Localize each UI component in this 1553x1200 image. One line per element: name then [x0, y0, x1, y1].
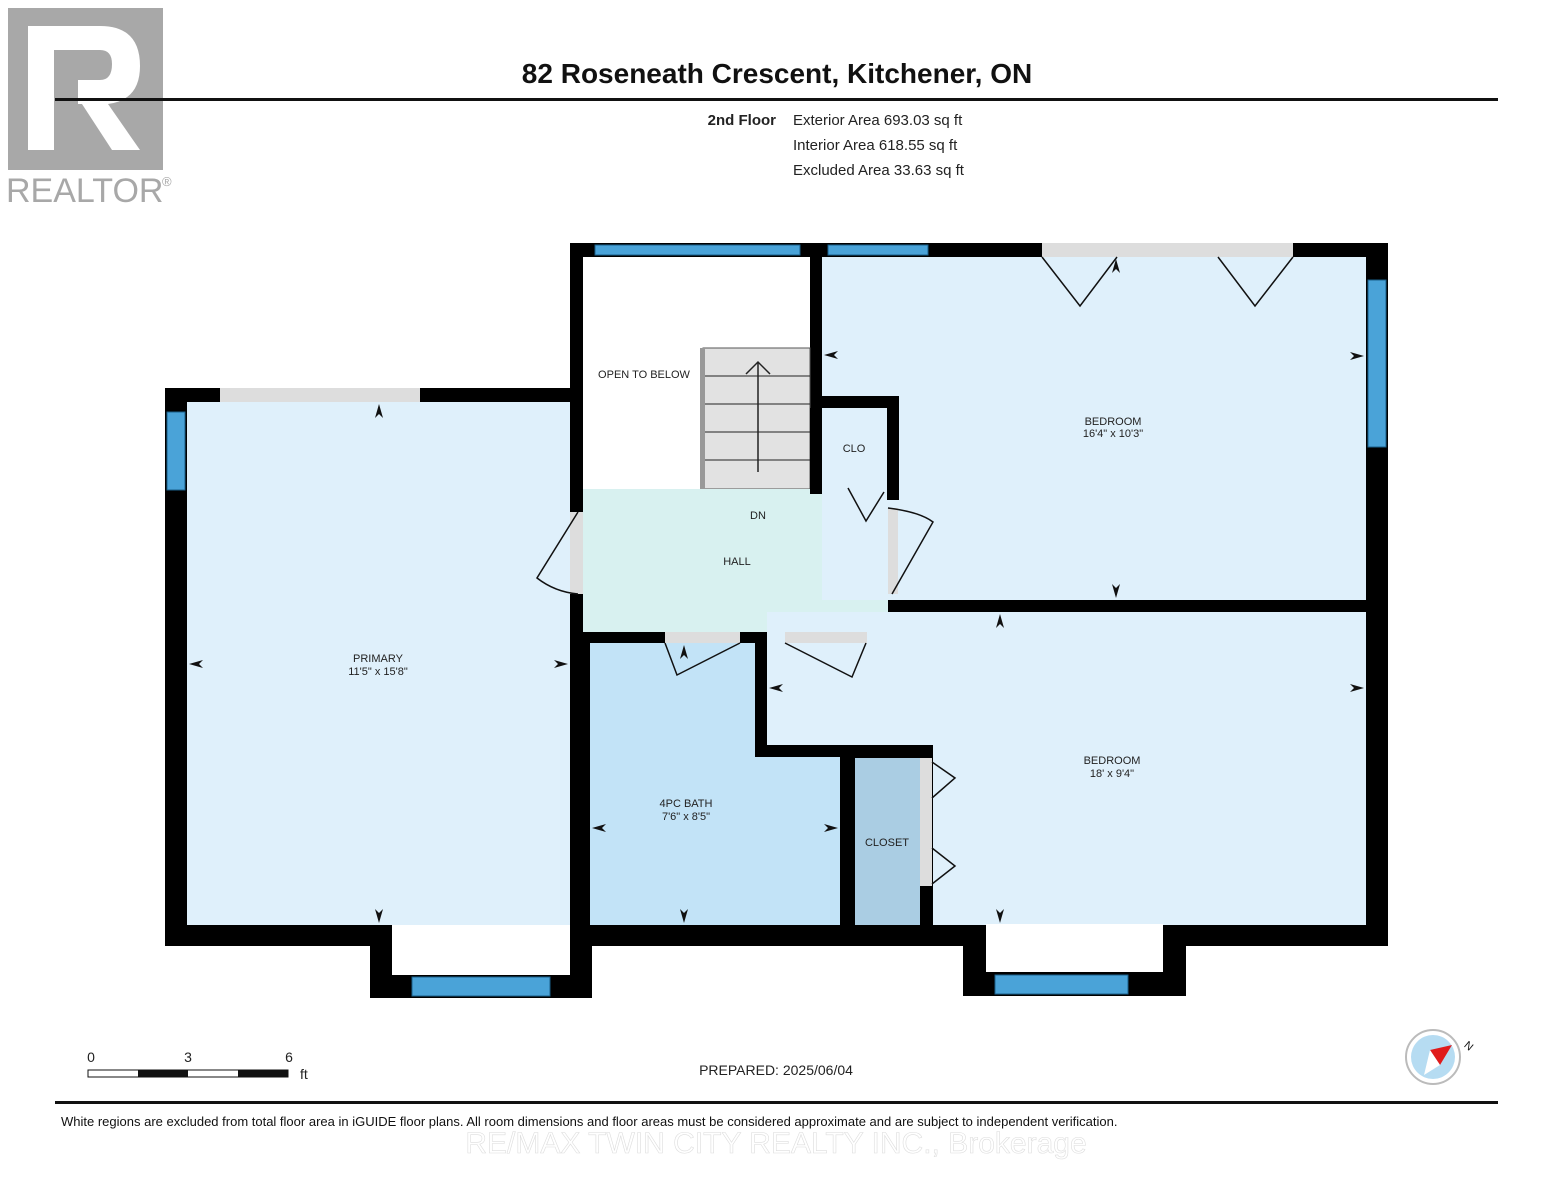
svg-text:N: N: [1462, 1039, 1476, 1053]
svg-text:6: 6: [285, 1049, 293, 1065]
floor-label: 2nd Floor: [708, 112, 776, 129]
dims-bedroom-2: 18' x 9'4": [1090, 768, 1134, 780]
label-closet: CLOSET: [865, 837, 909, 849]
room-4pc-bath: [590, 643, 755, 925]
windows: [166, 244, 1387, 997]
exterior-area: Exterior Area 693.03 sq ft: [793, 112, 963, 129]
dims-primary: 11'5" x 15'8": [348, 666, 408, 678]
label-clo: CLO: [843, 443, 866, 455]
compass-icon: N: [1405, 1029, 1476, 1085]
svg-text:®: ®: [162, 174, 172, 189]
door-swings: [536, 256, 1294, 885]
interior-area: Interior Area 618.55 sq ft: [793, 137, 958, 154]
page-title: 82 Roseneath Crescent, Kitchener, ON: [522, 58, 1032, 89]
label-open-to-below: OPEN TO BELOW: [598, 369, 691, 381]
room-primary: [187, 402, 570, 925]
svg-text:REALTOR: REALTOR: [6, 172, 163, 210]
bay-bedroom-2: [986, 924, 1163, 972]
excluded-area: Excluded Area 33.63 sq ft: [793, 162, 965, 179]
dims-bath: 7'6" x 8'5": [662, 811, 710, 823]
disclaimer: White regions are excluded from total fl…: [61, 1114, 1117, 1129]
label-bath: 4PC BATH: [660, 798, 713, 810]
label-bedroom-2: BEDROOM: [1084, 755, 1141, 767]
scale-bar: 0 3 6 ft: [87, 1049, 308, 1082]
svg-text:0: 0: [87, 1049, 95, 1065]
room-closet: [855, 758, 920, 925]
footer-divider: [55, 1101, 1498, 1104]
label-primary: PRIMARY: [353, 653, 404, 665]
prepared-date: PREPARED: 2025/06/04: [699, 1062, 853, 1078]
label-stairs-dn: DN: [750, 510, 766, 522]
bay-primary: [392, 925, 570, 975]
label-bedroom-1: BEDROOM: [1085, 416, 1142, 428]
room-bedroom-2: [767, 612, 1366, 745]
dimension-arrow-icons: [189, 259, 1364, 923]
dims-bedroom-1: 16'4" x 10'3": [1083, 428, 1143, 440]
svg-text:3: 3: [184, 1049, 192, 1065]
realtor-logo: REALTOR ®: [6, 8, 172, 210]
label-hall: HALL: [723, 556, 751, 568]
watermark: RE/MAX TWIN CITY REALTY INC., Brokerage: [465, 1127, 1086, 1160]
svg-text:ft: ft: [300, 1066, 308, 1082]
header-divider: [55, 98, 1498, 101]
doors: [220, 243, 1293, 643]
